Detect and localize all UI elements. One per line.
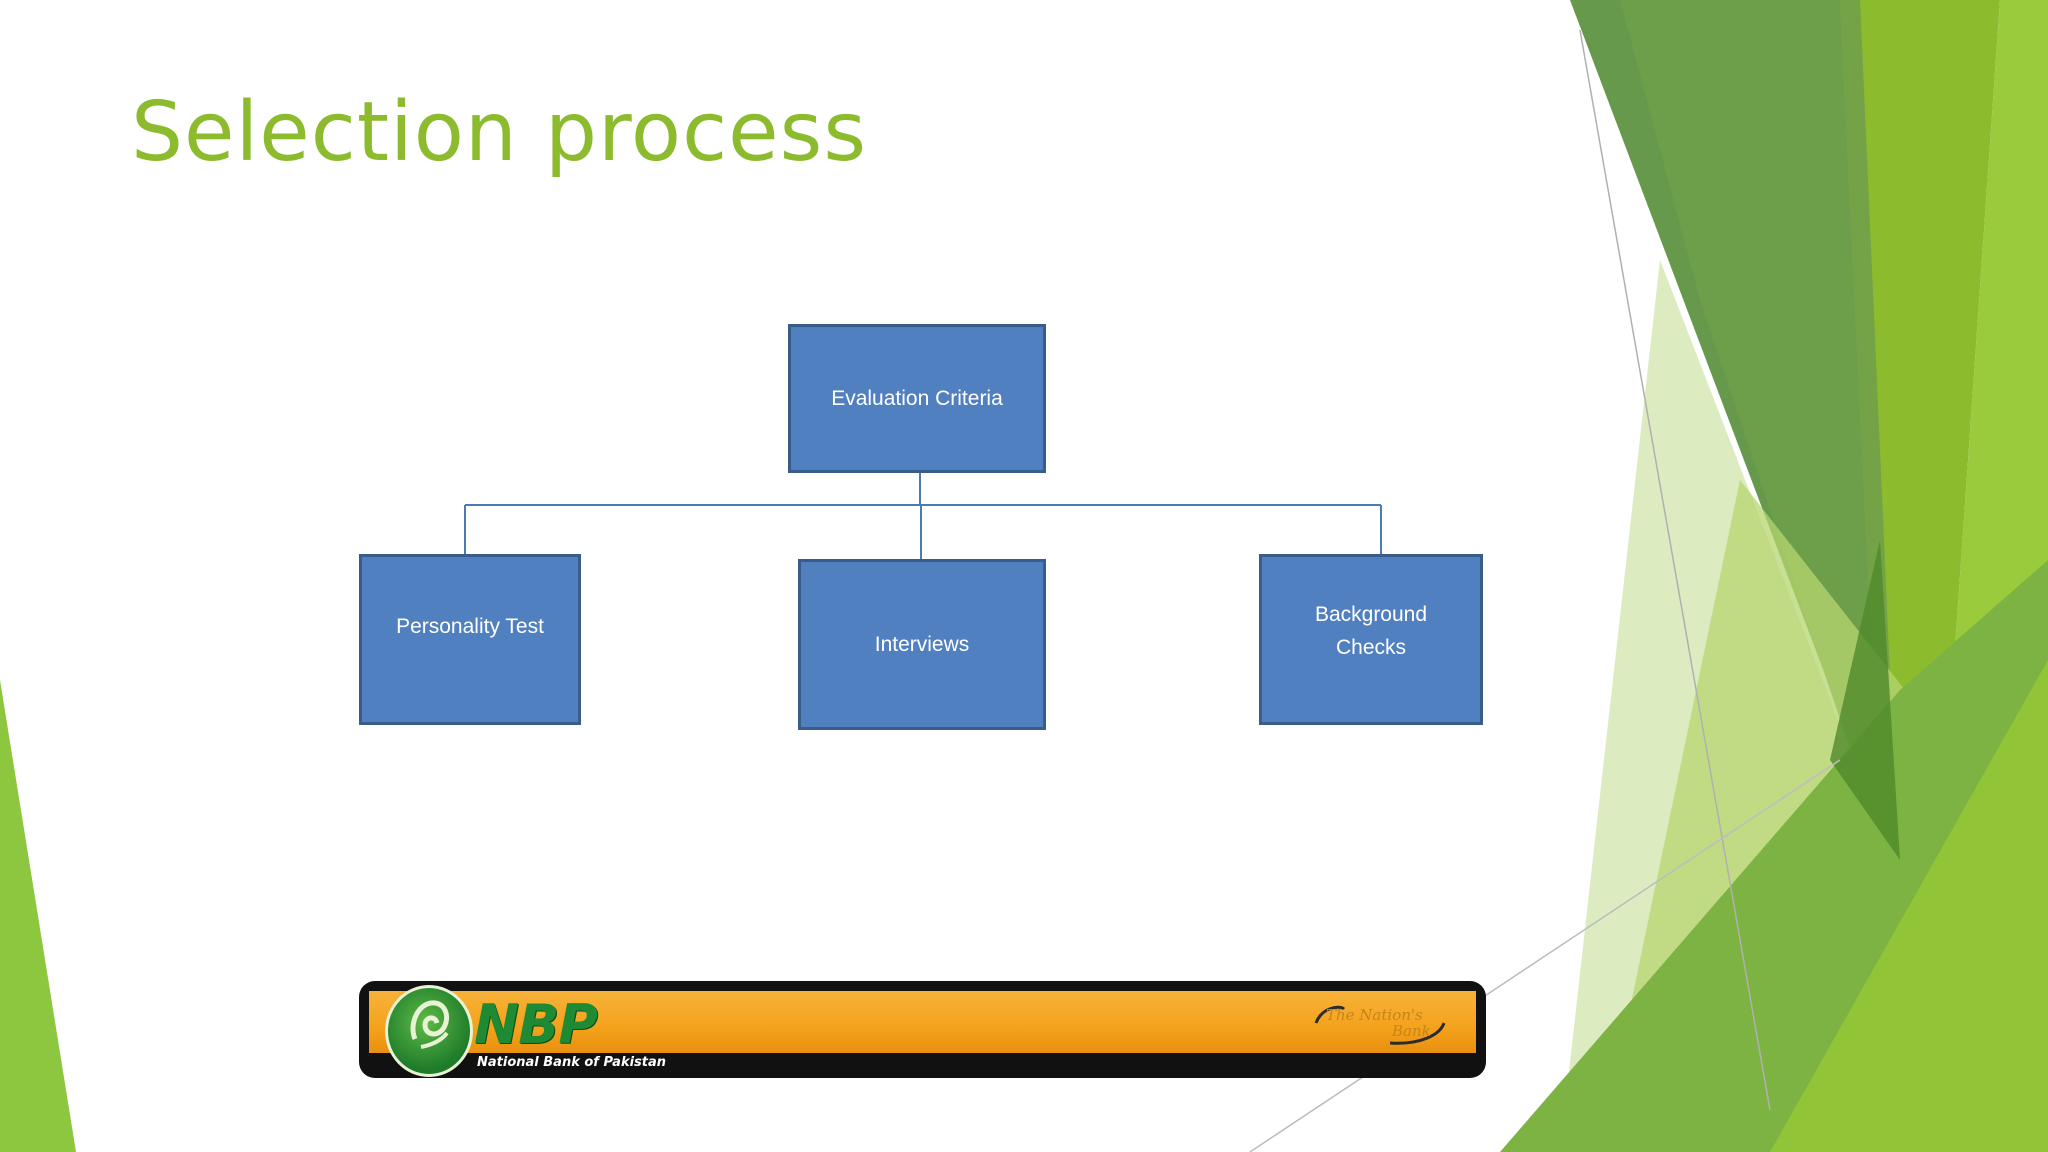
nbp-subtitle: National Bank of Pakistan: [477, 1055, 667, 1070]
right-facet-deep: [1830, 540, 1900, 860]
org-box-label: Interviews: [874, 633, 970, 656]
thin-line-1: [1579, 29, 1771, 1111]
slide-title: Selection process: [131, 85, 868, 180]
nbp-tagline: The Nation's Bank: [1310, 1003, 1450, 1047]
org-box-background-checks: Background Checks: [1259, 554, 1483, 725]
thin-line-2: [1249, 759, 1841, 1152]
org-box-label-line2: Checks: [1335, 635, 1406, 659]
tagline-swoosh-icon: [1314, 1005, 1446, 1045]
org-box-interviews: Interviews: [798, 559, 1046, 730]
nbp-logo-mark-icon: [410, 1000, 449, 1049]
org-box-label: Evaluation Criteria: [831, 387, 1003, 410]
org-box-personality-test: Personality Test: [359, 554, 581, 725]
org-box-label: Personality Test: [396, 615, 544, 638]
tagline-line2: Bank: [1392, 1022, 1431, 1040]
right-facet-lower-bright: [1770, 660, 2048, 1152]
org-box-evaluation-criteria: Evaluation Criteria: [788, 324, 1046, 473]
right-facet-mid: [1840, 0, 2000, 1152]
org-box-label-line1: Background: [1314, 602, 1428, 626]
org-box-label-group: Background Checks: [1315, 598, 1427, 664]
left-green-sliver: [0, 680, 76, 1152]
nbp-banner: NBP National Bank of Pakistan The Nation…: [359, 981, 1486, 1078]
nbp-logo-text: NBP: [474, 993, 598, 1056]
tagline-line1: The Nation's: [1326, 1006, 1423, 1024]
banner-orange-band: [369, 991, 1476, 1053]
